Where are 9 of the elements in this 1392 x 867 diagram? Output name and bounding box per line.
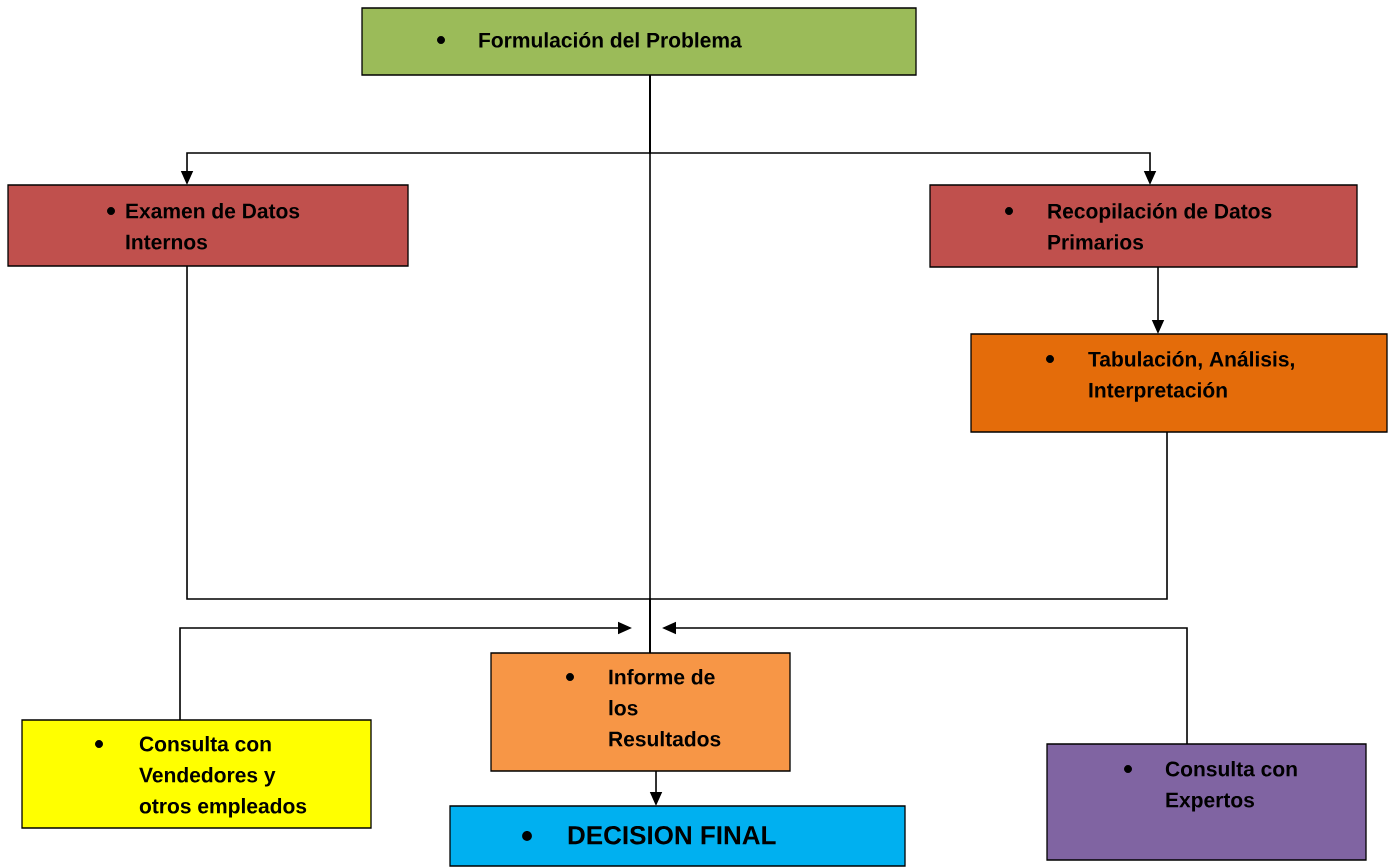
process-box: Formulación del Problema [361,7,917,76]
decision-box: DECISION FINAL [449,805,906,867]
process-box: Consulta con Expertos [1046,743,1367,861]
process-box: Tabulación, Análisis, Interpretación [970,333,1388,433]
process-box: Consulta con Vendedores y otros empleados [21,719,372,829]
connector-line [649,74,651,654]
process-box: Recopilación de Datos Primarios [929,184,1358,268]
process-box: Examen de Datos Internos [7,184,409,267]
process-box: Informe de los Resultados [490,652,791,772]
